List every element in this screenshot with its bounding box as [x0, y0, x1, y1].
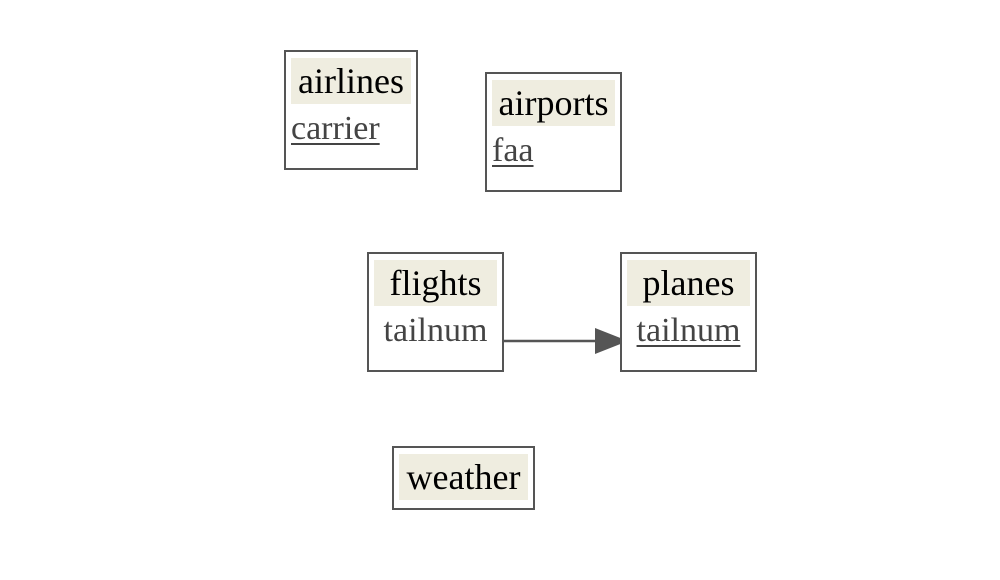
- table-planes[interactable]: planes tailnum: [620, 252, 757, 372]
- table-airlines[interactable]: airlines carrier: [284, 50, 418, 170]
- table-airlines-title: airlines: [291, 58, 411, 104]
- table-airports-title: airports: [492, 80, 615, 126]
- table-planes-title: planes: [627, 260, 750, 306]
- table-flights-field-tailnum: tailnum: [383, 312, 488, 349]
- table-airports[interactable]: airports faa: [485, 72, 622, 192]
- table-weather-title: weather: [399, 454, 528, 500]
- table-airlines-field-carrier: carrier: [291, 110, 380, 147]
- table-planes-field-tailnum: tailnum: [636, 312, 741, 349]
- table-flights[interactable]: flights tailnum: [367, 252, 504, 372]
- table-weather[interactable]: weather: [392, 446, 535, 510]
- table-airports-field-faa: faa: [492, 132, 534, 169]
- table-flights-title: flights: [374, 260, 497, 306]
